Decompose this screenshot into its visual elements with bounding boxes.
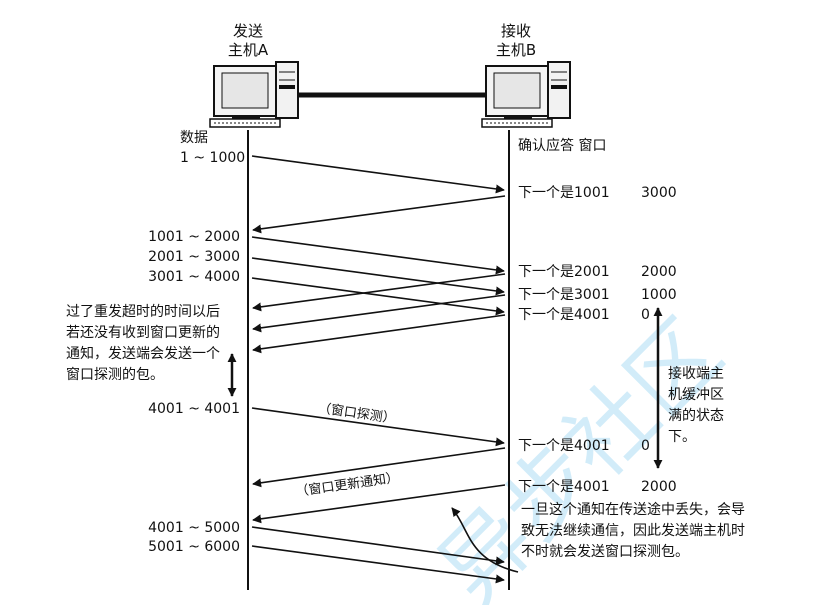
ack-arrow-3001	[252, 294, 506, 333]
ack-row-1-label: 下一个是1001	[518, 185, 610, 201]
ack-row-5-label: 下一个是4001	[518, 438, 610, 454]
buffer-full-note: 接收端主机缓冲区满的状态下。	[668, 366, 724, 445]
segment-label-2001-3000: 2001 ~ 3000	[148, 249, 240, 265]
ack-row-4-window: 0	[641, 307, 650, 323]
host-b-name: 主机B	[495, 41, 537, 59]
host-b-computer-icon	[481, 61, 571, 128]
ack-row-4-label: 下一个是4001	[518, 307, 610, 323]
lost-notification-pointer	[451, 507, 519, 573]
ack-row-6-window: 2000	[641, 479, 677, 495]
ack-arrow-4001	[252, 314, 506, 354]
ack-row-3-window: 1000	[641, 287, 677, 303]
probe-reply-arrow	[252, 447, 506, 488]
segment-label-4001-5000: 4001 ~ 5000	[148, 520, 240, 536]
ack-arrow-1001	[252, 195, 506, 234]
ack-arrow-2001	[252, 273, 506, 312]
ack-window-header: 确认应答 窗口	[518, 138, 607, 154]
segment-label-5001-6000: 5001 ~ 6000	[148, 539, 240, 555]
segment-label-1001-2000: 1001 ~ 2000	[148, 229, 240, 245]
segment-arrow-2001-3000	[251, 257, 505, 296]
segment-label-3001-4000: 3001 ~ 4000	[148, 269, 240, 285]
ack-row-1-window: 3000	[641, 185, 677, 201]
segment-label-1-1000: 1 ~ 1000	[180, 150, 246, 166]
timeout-note: 过了重发超时的时间以后若还没有收到窗口更新的通知，发送端会发送一个窗口探测的包。	[66, 304, 220, 383]
segment-label-probe: 4001 ~ 4001	[148, 401, 240, 417]
segment-arrow-1001-2000	[251, 236, 505, 275]
segment-arrow-3001-4000	[251, 277, 505, 316]
ack-row-3-label: 下一个是3001	[518, 287, 610, 303]
host-a-role: 发送	[232, 22, 263, 40]
window-probe-arrow	[251, 407, 505, 447]
host-a-computer-icon	[209, 61, 299, 128]
segment-arrow-1-1000	[251, 155, 505, 194]
window-update-arrow	[252, 484, 506, 524]
segment-arrow-5001-6000	[251, 545, 505, 584]
ack-row-2-label: 下一个是2001	[518, 264, 610, 280]
data-column-title: 数据	[180, 130, 208, 146]
host-b-title: 接收 主机B	[488, 22, 544, 60]
ack-row-2-window: 2000	[641, 264, 677, 280]
host-a-title: 发送 主机A	[222, 22, 274, 60]
segment-arrow-4001-5000	[251, 526, 505, 566]
host-b-role: 接收	[500, 22, 531, 40]
host-a-name: 主机A	[227, 41, 269, 59]
lost-notification-note: 一旦这个通知在传送途中丢失，会导致无法继续通信，因此发送端主机时不时就会发送窗口…	[521, 502, 745, 560]
ack-row-5-window: 0	[641, 438, 650, 454]
ack-row-6-label: 下一个是4001	[518, 479, 610, 495]
